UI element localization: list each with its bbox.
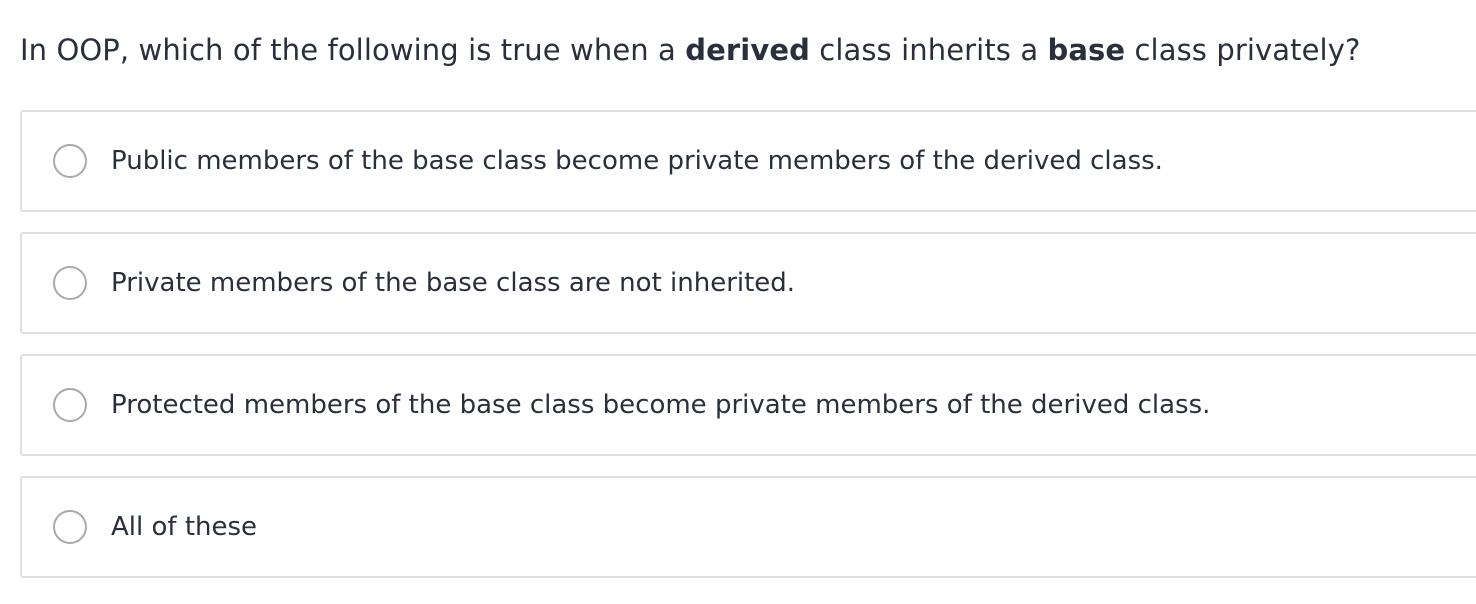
question-prefix: In OOP, which of the following is true w… (20, 33, 686, 67)
answer-option-label: Public members of the base class become … (111, 146, 1163, 176)
question-text: In OOP, which of the following is true w… (20, 28, 1360, 72)
question-suffix: class privately? (1125, 33, 1361, 67)
answer-option-label: All of these (111, 512, 258, 542)
question-bold-base: base (1047, 33, 1126, 67)
radio-button-icon[interactable] (53, 388, 87, 422)
question-bold-derived: derived (685, 33, 810, 67)
answer-option-1[interactable]: Public members of the base class become … (20, 110, 1476, 212)
answer-option-3[interactable]: Protected members of the base class beco… (20, 354, 1476, 456)
radio-button-icon[interactable] (53, 266, 87, 300)
answer-options: Public members of the base class become … (20, 110, 1476, 598)
answer-option-label: Private members of the base class are no… (111, 268, 796, 298)
answer-option-2[interactable]: Private members of the base class are no… (20, 232, 1476, 334)
answer-option-4[interactable]: All of these (20, 476, 1476, 578)
answer-option-label: Protected members of the base class beco… (111, 390, 1211, 420)
question-middle: class inherits a (809, 33, 1048, 67)
radio-button-icon[interactable] (53, 144, 87, 178)
radio-button-icon[interactable] (53, 510, 87, 544)
